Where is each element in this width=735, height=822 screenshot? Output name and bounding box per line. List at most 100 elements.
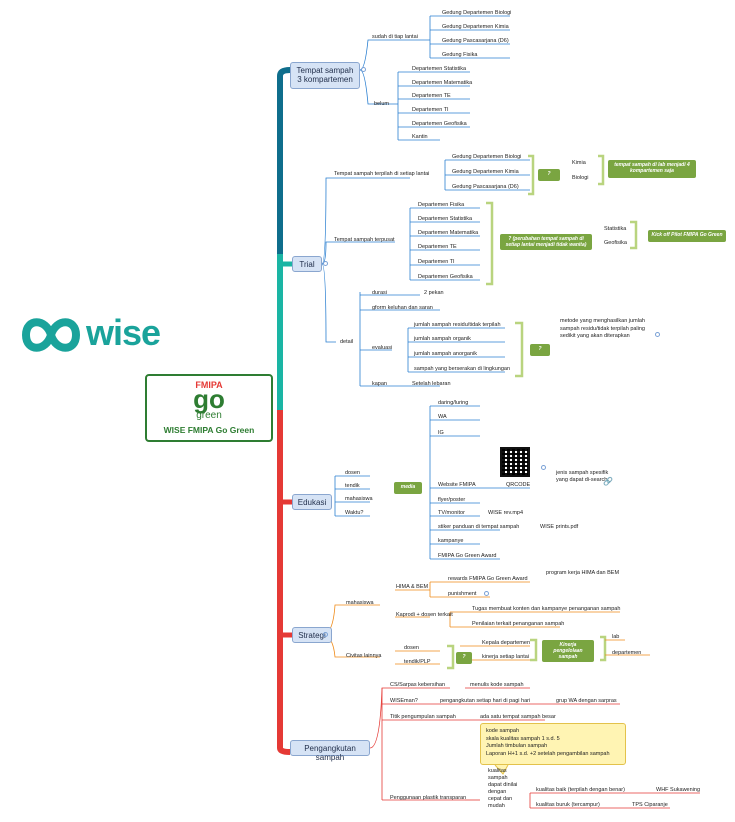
list-item[interactable]: Gedung Departemen Kimia bbox=[442, 24, 509, 30]
list-item[interactable]: jumlah sampah organik bbox=[414, 336, 471, 342]
subtopic-detail[interactable]: detail bbox=[340, 339, 354, 345]
list-item[interactable]: program kerja HIMA dan BEM bbox=[546, 570, 620, 576]
list-item[interactable]: ada satu tempat sampah besar bbox=[480, 714, 556, 720]
list-item[interactable]: grup WA dengan sarpras bbox=[556, 698, 617, 704]
label-durasi[interactable]: durasi bbox=[372, 290, 387, 296]
question-node[interactable]: ? bbox=[530, 344, 550, 356]
list-item[interactable]: dosen bbox=[404, 645, 419, 651]
expand-toggle-icon[interactable] bbox=[655, 332, 660, 337]
list-item[interactable]: Gedung Pascasarjana (D6) bbox=[452, 184, 519, 190]
topic-tempat-sampah[interactable]: Tempat sampah 3 kompartemen bbox=[290, 62, 360, 89]
list-item[interactable]: WHF Sukawening bbox=[656, 787, 701, 793]
subtopic-civitas[interactable]: Civitas lainnya bbox=[346, 653, 382, 659]
list-item[interactable]: Kantin bbox=[412, 134, 428, 140]
list-item[interactable]: rewards FMIPA Go Green Award bbox=[448, 576, 528, 582]
list-item[interactable]: Departemen Matematika bbox=[412, 80, 473, 86]
list-item[interactable]: Departemen Matematika bbox=[418, 230, 479, 236]
list-item[interactable]: FMIPA Go Green Award bbox=[438, 553, 497, 559]
attachment-wise-print[interactable]: WISE prints.pdf bbox=[540, 524, 579, 530]
list-item[interactable]: Departemen Statistika bbox=[418, 216, 473, 222]
list-item[interactable]: Titik pengumpulan sampah bbox=[390, 714, 456, 720]
label-evaluasi[interactable]: evaluasi bbox=[372, 345, 393, 351]
list-item[interactable]: departemen bbox=[612, 650, 642, 656]
list-item[interactable]: tendik/PLP bbox=[404, 659, 431, 665]
list-item[interactable]: Departemen TE bbox=[418, 244, 457, 250]
topic-pengangkutan-sampah[interactable]: Pengangkutan sampah bbox=[290, 740, 370, 762]
list-item[interactable]: daring/luring bbox=[438, 400, 469, 406]
subtopic-terpilah[interactable]: Tempat sampah terpilah di setiap lantai bbox=[334, 171, 430, 177]
list-item[interactable]: Waktu? bbox=[345, 510, 364, 516]
list-item[interactable]: Penggunaan plastik transparan bbox=[390, 795, 467, 801]
central-topic[interactable]: FMIPA go green WISE FMIPA Go Green bbox=[145, 374, 273, 442]
list-item[interactable]: jumlah sampah residu/tidak terpilah bbox=[414, 322, 501, 328]
list-item[interactable]: Departemen TI bbox=[412, 107, 449, 113]
list-item[interactable]: IG bbox=[438, 430, 444, 436]
list-item[interactable]: gform keluhan dan saran bbox=[372, 305, 433, 311]
list-item[interactable]: Geofisika bbox=[604, 240, 627, 246]
attachment-wise-rev[interactable]: WISE rev.mp4 bbox=[488, 510, 524, 516]
conclusion-node[interactable]: tempat sampah di lab menjadi 4 kompartem… bbox=[608, 160, 696, 178]
list-item[interactable]: kampanye bbox=[438, 538, 464, 544]
list-item[interactable]: menulis kode sampah bbox=[470, 682, 524, 688]
value-kapan[interactable]: Setelah lebaran bbox=[412, 381, 451, 387]
list-item[interactable]: Kimia bbox=[572, 160, 586, 166]
list-item[interactable]: sampah yang berserakan di lingkungan bbox=[414, 366, 511, 372]
list-item[interactable]: dosen bbox=[345, 470, 360, 476]
subtopic-sudah[interactable]: sudah di tiap lantai bbox=[372, 34, 418, 40]
list-item[interactable]: kualitas buruk (tercampur) bbox=[536, 802, 600, 808]
list-item[interactable]: Gedung Fisika bbox=[442, 52, 478, 58]
list-item[interactable]: Gedung Departemen Kimia bbox=[452, 169, 519, 175]
collapse-toggle-icon[interactable] bbox=[323, 261, 328, 266]
label-kapan[interactable]: kapan bbox=[372, 381, 387, 387]
subtopic-kaprodi[interactable]: Kaprodi + dosen terkait bbox=[396, 612, 453, 618]
question-node[interactable]: ? bbox=[538, 169, 560, 181]
list-item[interactable]: Departemen Statistika bbox=[412, 66, 467, 72]
list-item[interactable]: punishment bbox=[448, 591, 477, 597]
kualitas-note[interactable]: kualitas sampah dapat dinilai dengan cep… bbox=[488, 768, 518, 809]
list-item[interactable]: Website FMIPA bbox=[438, 482, 476, 488]
list-item[interactable]: mahasiswa bbox=[345, 496, 373, 502]
conclusion-node[interactable]: Kick off Pilot FMIPA Go Green bbox=[648, 230, 726, 242]
link-icon[interactable]: 🔗 bbox=[603, 477, 613, 486]
list-item[interactable]: stiker panduan di tempat sampah bbox=[438, 524, 520, 530]
list-item[interactable]: tendik bbox=[345, 483, 360, 489]
list-item[interactable]: kinerja setiap lantai bbox=[482, 654, 530, 660]
list-item[interactable]: Statistika bbox=[604, 226, 627, 232]
list-item[interactable]: Departemen Geofisika bbox=[412, 121, 467, 127]
list-item[interactable]: flyer/poster bbox=[438, 497, 466, 503]
question-node[interactable]: ? bbox=[456, 652, 472, 664]
list-item[interactable]: pengangkutan setiap hari di pagi hari bbox=[440, 698, 531, 704]
topic-trial[interactable]: Trial bbox=[292, 256, 322, 272]
subtopic-belum[interactable]: belum bbox=[374, 101, 389, 107]
collapse-toggle-icon[interactable] bbox=[541, 465, 546, 470]
value-durasi[interactable]: 2 pekan bbox=[424, 290, 444, 296]
list-item[interactable]: Gedung Departemen Biologi bbox=[442, 10, 512, 16]
list-item[interactable]: WA bbox=[438, 414, 447, 420]
list-item[interactable]: Kepala departemen bbox=[482, 640, 531, 646]
topic-edukasi[interactable]: Edukasi bbox=[292, 494, 332, 510]
subtopic-terpusat[interactable]: Tempat sampah terpusat bbox=[334, 237, 395, 243]
subtopic-hima-bem[interactable]: HIMA & BEM bbox=[396, 584, 429, 590]
list-item[interactable]: Departemen Geofisika bbox=[418, 274, 473, 280]
list-item[interactable]: Tugas membuat konten dan kampanye penang… bbox=[472, 606, 621, 612]
collapse-toggle-icon[interactable] bbox=[361, 67, 366, 72]
qrcode-label[interactable]: QRCODE bbox=[506, 482, 531, 488]
list-item[interactable]: Departemen TE bbox=[412, 93, 451, 99]
list-item[interactable]: lab bbox=[612, 634, 620, 640]
list-item[interactable]: Gedung Departemen Biologi bbox=[452, 154, 522, 160]
jenis-sampah-note[interactable]: jenis sampah spesifik yang dapat di-sear… bbox=[556, 470, 609, 483]
kinerja-node[interactable]: Kinerja pengelolaan sampah bbox=[542, 640, 594, 662]
list-item[interactable]: kualitas baik (terpilah dengan benar) bbox=[536, 787, 625, 793]
list-item[interactable]: CS/Sarpas kebersihan bbox=[390, 682, 446, 688]
topic-strategi[interactable]: Strategi bbox=[292, 627, 332, 643]
method-note[interactable]: metode yang menghasilkan jumlah sampah r… bbox=[560, 318, 645, 339]
list-item[interactable]: jumlah sampah anorganik bbox=[414, 351, 477, 357]
list-item[interactable]: WISEman? bbox=[390, 698, 418, 704]
list-item[interactable]: TV/monitor bbox=[438, 510, 465, 516]
list-item[interactable]: Departemen Fisika bbox=[418, 202, 465, 208]
list-item[interactable]: Departemen TI bbox=[418, 259, 455, 265]
report-callout[interactable]: kode sampah skala kualitas sampah 1 s.d.… bbox=[480, 723, 626, 765]
collapse-toggle-icon[interactable] bbox=[323, 632, 328, 637]
expand-toggle-icon[interactable] bbox=[484, 591, 489, 596]
list-item[interactable]: Biologi bbox=[572, 175, 589, 181]
